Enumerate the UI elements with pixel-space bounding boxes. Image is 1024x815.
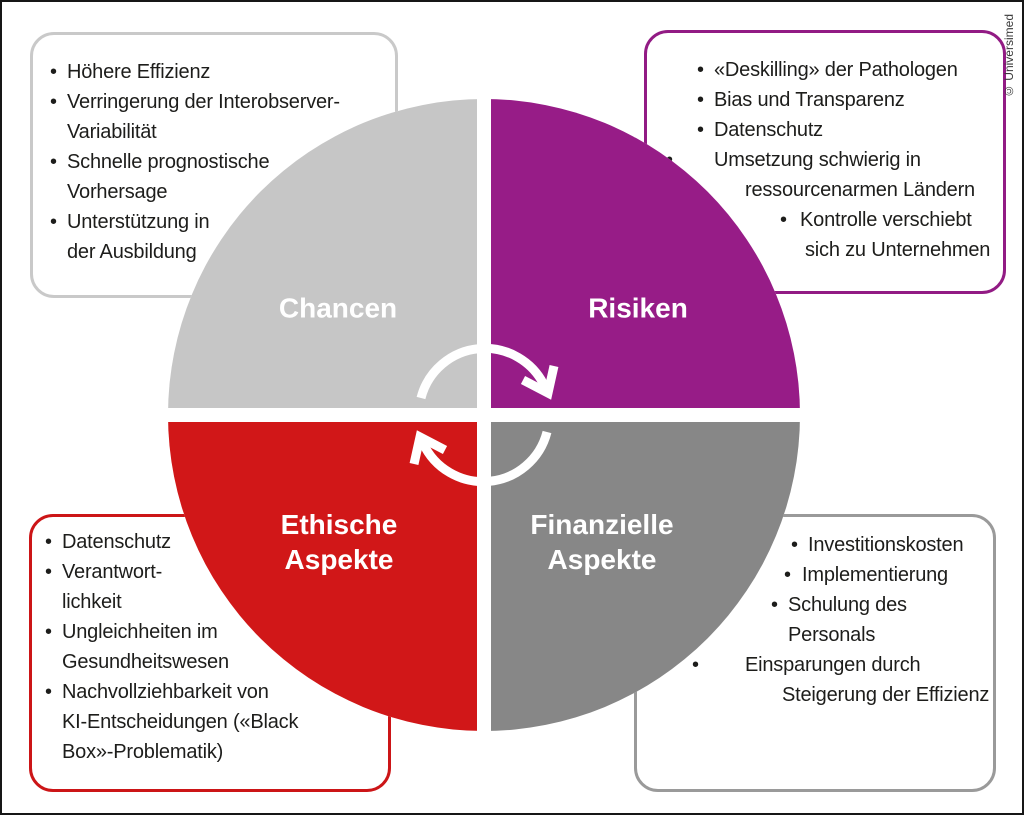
bullet-item: Höhere Effizienz xyxy=(50,57,340,87)
quadrant-label-risiken: Risiken xyxy=(588,292,688,324)
bullet-item: Verantwort-lichkeit xyxy=(45,557,298,617)
copyright-credit: © Universimed xyxy=(1002,14,1016,99)
quadrant-chancen-segment xyxy=(168,99,477,408)
bullet-item: Datenschutz xyxy=(45,527,298,557)
quadrant-risiken-segment xyxy=(491,99,800,408)
bullet-item: «Deskilling» der Pathologen xyxy=(697,55,990,85)
quadrant-label-chancen: Chancen xyxy=(278,292,398,324)
